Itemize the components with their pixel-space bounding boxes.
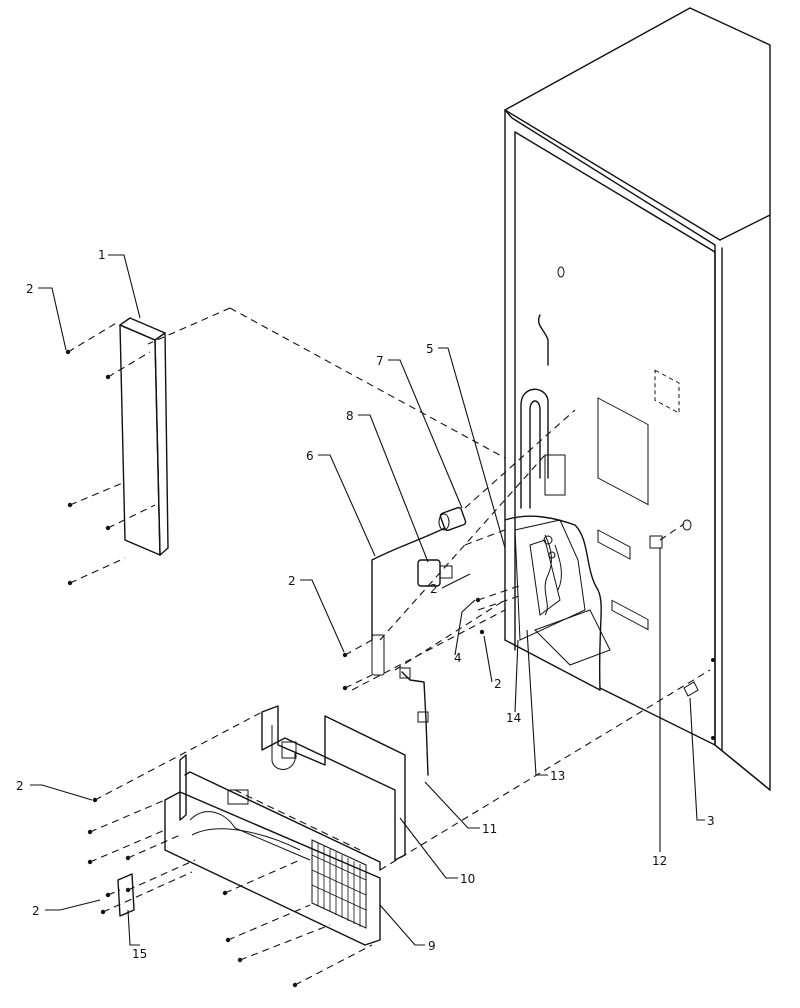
leader-lines [30, 254, 705, 946]
part-3-clip [683, 681, 699, 697]
callout-2: 2 [430, 582, 438, 596]
callout-2: 2 [288, 574, 296, 588]
callout-8: 8 [346, 409, 354, 423]
callout-14: 14 [506, 711, 521, 725]
callout-7: 7 [376, 354, 384, 368]
callout-10: 10 [460, 872, 475, 886]
part-9-back-panel [164, 754, 381, 946]
callout-2: 2 [26, 282, 34, 296]
part-7-relay [438, 506, 467, 532]
callout-15: 15 [132, 947, 147, 961]
callout-2: 2 [16, 779, 24, 793]
callout-9: 9 [428, 939, 436, 953]
callout-4: 4 [454, 651, 462, 665]
part-6-wire-harness [371, 527, 446, 676]
callout-2: 2 [494, 677, 502, 691]
alignment-lines [67, 307, 711, 986]
callout-3: 3 [707, 814, 715, 828]
part-15-bracket [117, 873, 135, 917]
callout-5: 5 [426, 342, 434, 356]
screws [65, 349, 485, 988]
part-10-insulation-panel [261, 705, 406, 861]
callout-labels: 1 2 7 8 6 5 2 2 4 2 14 13 11 10 9 12 3 2… [16, 248, 715, 961]
callout-2: 2 [32, 904, 40, 918]
part-11-drain-tube [399, 667, 429, 776]
callout-1: 1 [98, 248, 106, 262]
callout-6: 6 [306, 449, 314, 463]
callout-12: 12 [652, 854, 667, 868]
callout-11: 11 [482, 822, 497, 836]
part-1-cover-panel [119, 317, 169, 556]
part-12-clip [649, 535, 663, 549]
refrigerator-cabinet [504, 7, 771, 791]
callout-13: 13 [550, 769, 565, 783]
